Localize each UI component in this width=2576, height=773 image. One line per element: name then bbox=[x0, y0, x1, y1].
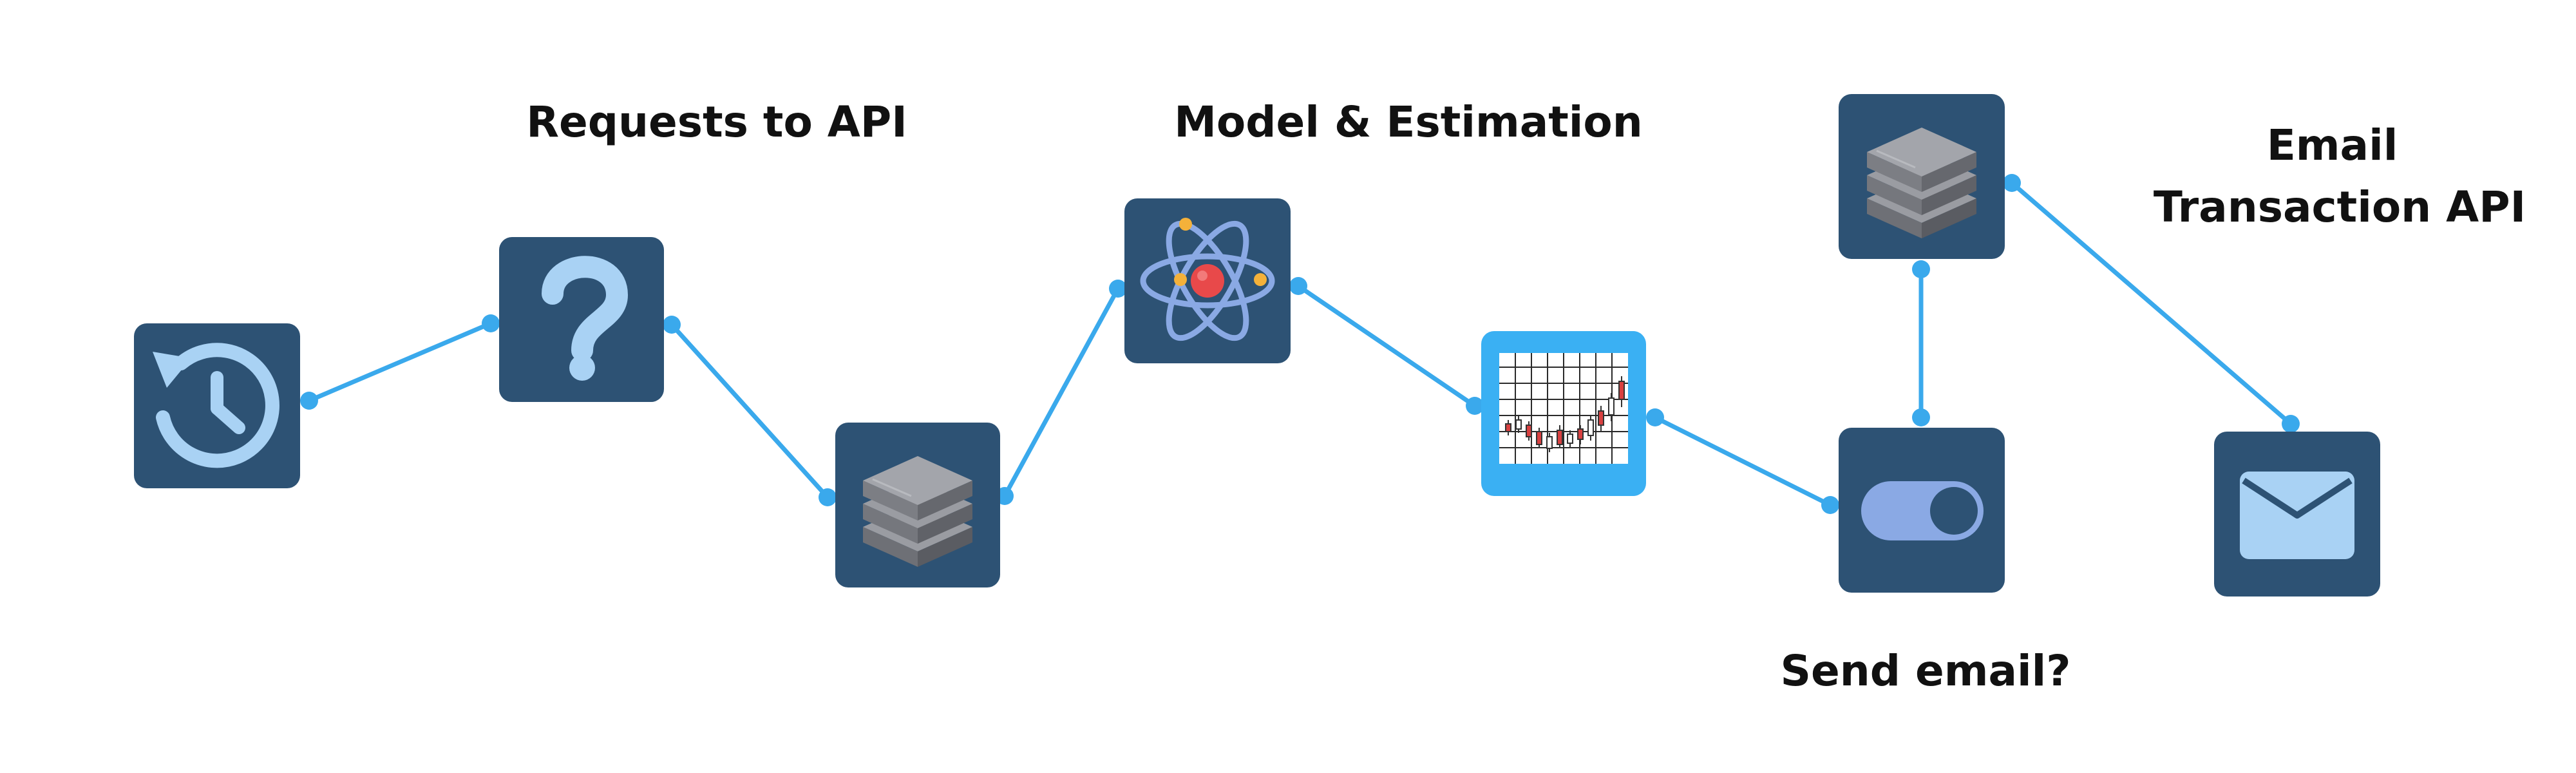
node-toggle[interactable] bbox=[1839, 428, 2005, 593]
connector-dot bbox=[1912, 408, 1930, 426]
node-question[interactable] bbox=[499, 237, 664, 402]
node-chart[interactable] bbox=[1481, 331, 1646, 496]
label-model-estimation: Model & Estimation bbox=[1174, 97, 1643, 147]
connector-dot bbox=[482, 314, 500, 332]
connector-dot bbox=[2003, 174, 2021, 192]
connectors bbox=[307, 180, 2293, 508]
connector-dot bbox=[1821, 496, 1839, 514]
connector-dot bbox=[1912, 260, 1930, 278]
node-schedule[interactable] bbox=[134, 323, 300, 488]
envelope-icon bbox=[2240, 472, 2354, 559]
connector-dots bbox=[300, 174, 2300, 514]
connector-server-email bbox=[2009, 180, 2293, 426]
connector-schedule-question bbox=[307, 321, 493, 403]
node-email[interactable] bbox=[2214, 432, 2380, 596]
connector-server-model bbox=[1002, 286, 1121, 499]
label-email-transaction-api-line-2: Transaction API bbox=[2154, 182, 2526, 232]
node-model[interactable] bbox=[1124, 198, 1291, 363]
label-requests-to-api: Requests to API bbox=[526, 97, 907, 147]
question-mark-icon bbox=[542, 256, 628, 381]
connector-dot bbox=[2282, 415, 2300, 433]
label-send-email: Send email? bbox=[1780, 646, 2070, 696]
connector-model-chart bbox=[1296, 283, 1477, 408]
connector-dot bbox=[663, 316, 681, 334]
connector-chart-toggle bbox=[1653, 415, 1833, 508]
connector-question-server bbox=[669, 322, 830, 500]
connector-dot bbox=[1289, 277, 1307, 295]
labels: Requests to API Model & Estimation Email… bbox=[526, 97, 2526, 696]
connector-dot bbox=[819, 488, 837, 506]
history-clock-icon bbox=[153, 343, 279, 468]
node-server-1[interactable] bbox=[835, 423, 1000, 587]
connector-dot bbox=[1466, 397, 1484, 415]
label-email-transaction-api: Email Transaction API bbox=[2154, 120, 2526, 232]
connector-dot bbox=[1646, 408, 1664, 426]
label-email-transaction-api-line-1: Email bbox=[2267, 120, 2398, 170]
connector-dot bbox=[1109, 280, 1127, 298]
connector-dot bbox=[300, 392, 318, 410]
candlestick-chart-icon bbox=[1499, 353, 1628, 464]
node-server-2[interactable] bbox=[1839, 94, 2005, 259]
toggle-switch-icon bbox=[1861, 481, 1984, 540]
